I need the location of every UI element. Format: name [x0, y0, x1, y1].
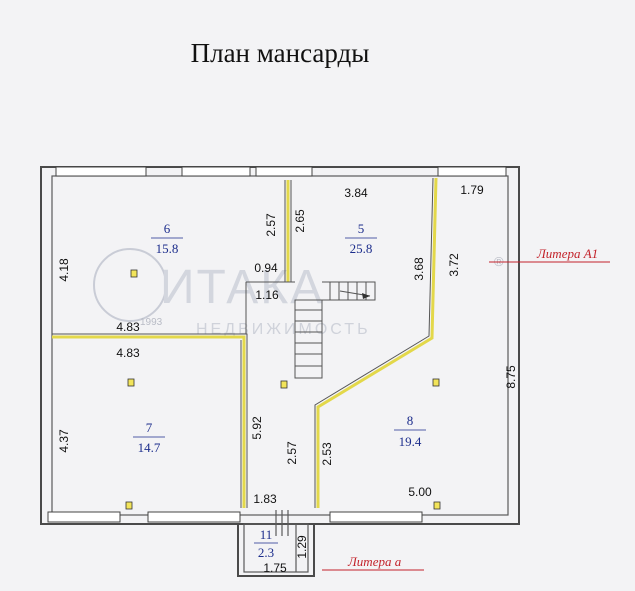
room-6-label: 6 15.8 [151, 221, 183, 256]
dimension-label: 2.57 [285, 441, 299, 465]
dimension-label: 8.75 [504, 365, 518, 389]
partition-5-8 [316, 177, 438, 508]
dimension-label: 1.29 [295, 535, 309, 559]
dimension-label: 2.65 [293, 209, 307, 233]
litera-a: Литера а [322, 554, 424, 571]
dimension-label: 4.83 [116, 346, 140, 360]
staircase-icon [294, 281, 376, 379]
svg-text:14.7: 14.7 [138, 440, 161, 455]
dimension-label: 3.84 [344, 186, 368, 200]
svg-text:6: 6 [164, 221, 171, 236]
svg-text:7: 7 [146, 420, 153, 435]
room-7-label: 7 14.7 [133, 420, 165, 455]
dimension-label: 5.92 [250, 416, 264, 440]
dimension-label: 2.53 [320, 442, 334, 466]
outer-wall [40, 166, 520, 525]
dimension-label: 3.72 [447, 253, 461, 277]
svg-text:8: 8 [407, 413, 414, 428]
window-top-1 [55, 166, 147, 177]
window-top-2 [181, 166, 251, 177]
svg-text:19.4: 19.4 [399, 434, 422, 449]
window-top-4 [437, 166, 507, 177]
dimension-label: 1.83 [253, 492, 277, 506]
window-bottom-1 [47, 511, 121, 523]
svg-text:25.8: 25.8 [350, 241, 373, 256]
room-8-label: 8 19.4 [394, 413, 426, 449]
watermark: ИТАКА НЕДВИЖИМОСТЬ 1993 ® [93, 248, 504, 338]
dimension-label: 1.16 [255, 288, 279, 302]
dimension-label: 4.83 [116, 320, 140, 334]
room-marker [130, 269, 138, 278]
room-5-label: 5 25.8 [345, 221, 377, 256]
dimension-label: 1.79 [460, 183, 484, 197]
dimension-label: 4.37 [57, 429, 71, 453]
room-marker [127, 378, 135, 387]
plan-title: План мансарды [190, 38, 370, 68]
dimension-label: 2.57 [264, 213, 278, 237]
dimension-label: 4.18 [57, 258, 71, 282]
watermark-sub: НЕДВИЖИМОСТЬ [196, 321, 371, 338]
dimension-label: 3.68 [412, 257, 426, 281]
room-marker [125, 501, 133, 510]
room-marker [280, 380, 288, 389]
svg-text:Литера А1: Литера А1 [536, 246, 598, 261]
room-marker [433, 501, 441, 510]
dimension-labels: 3.84 1.79 2.57 2.65 3.68 3.72 4.18 0.94 … [57, 183, 518, 575]
litera-a1: Литера А1 [489, 246, 610, 263]
room-11-label: 11 2.3 [254, 527, 278, 560]
watermark-mark: ® [494, 254, 504, 269]
watermark-main: ИТАКА [160, 261, 324, 314]
porch-outline [237, 510, 315, 577]
dimension-label: 1.75 [263, 561, 287, 575]
dimension-label: 5.00 [408, 485, 432, 499]
svg-text:15.8: 15.8 [156, 241, 179, 256]
window-top-3 [255, 166, 313, 177]
room-marker [432, 378, 440, 387]
window-bottom-3 [329, 511, 423, 523]
dimension-label: 0.94 [254, 261, 278, 275]
window-bottom-2 [147, 511, 241, 523]
svg-text:11: 11 [260, 527, 273, 542]
svg-text:5: 5 [358, 221, 365, 236]
partition-6-7 [52, 335, 246, 508]
svg-text:2.3: 2.3 [258, 545, 274, 560]
watermark-year: 1993 [140, 317, 163, 328]
watermark-logo-icon [93, 248, 167, 322]
svg-text:Литера а: Литера а [347, 554, 402, 569]
